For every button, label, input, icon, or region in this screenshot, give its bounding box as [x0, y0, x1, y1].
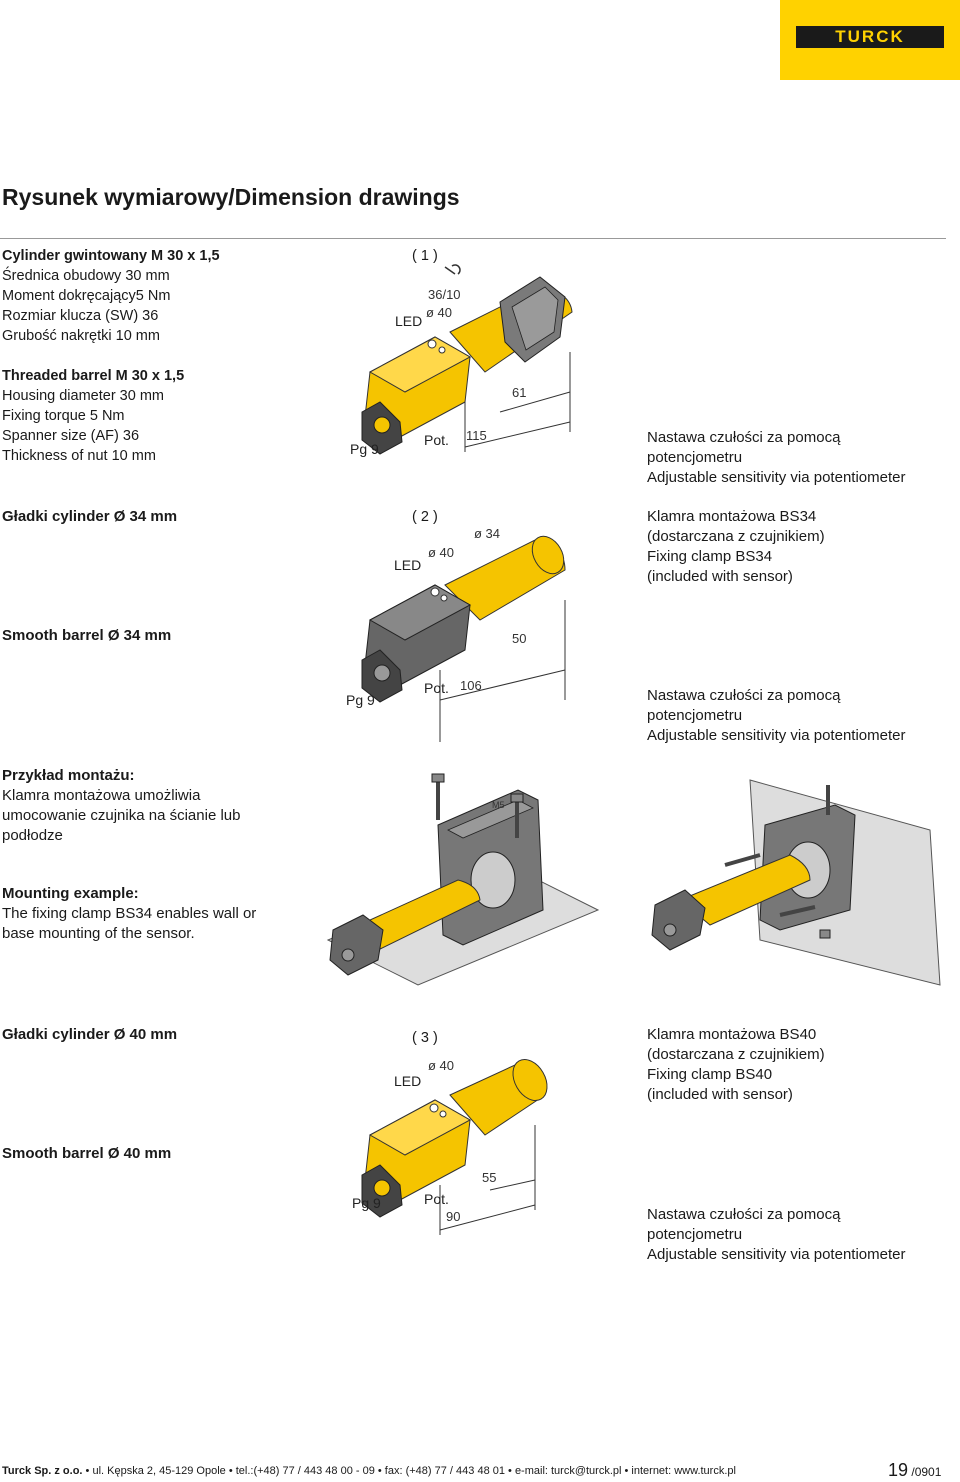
turck-logo: TURCK	[780, 0, 960, 80]
footer-contact: Turck Sp. z o.o. • ul. Kępska 2, 45-129 …	[2, 1465, 736, 1477]
dim-diameter-40: ø 40	[428, 545, 455, 560]
smooth-34-sensor-drawing	[361, 535, 566, 742]
figure-number: ( 3 )	[412, 1030, 438, 1046]
smooth-40-sensor-drawing	[361, 1059, 548, 1235]
note-line: Adjustable sensitivity via potentiometer	[647, 469, 906, 486]
mounting-line: base mounting of the sensor.	[2, 925, 195, 942]
mounting-text-en: Mounting example: The fixing clamp BS34 …	[2, 884, 256, 944]
dim-length-55: 55	[482, 1170, 497, 1185]
spec-line: Spanner size (AF) 36	[2, 428, 140, 444]
note-line: (included with sensor)	[647, 1086, 793, 1103]
note-line: potencjometru	[647, 449, 743, 466]
pg-label: Pg 9	[346, 692, 375, 708]
wall-mounting-illustration	[651, 779, 941, 986]
pot-label: Pot.	[424, 1191, 449, 1207]
led-label: LED	[394, 557, 422, 573]
dim-length-61: 61	[512, 385, 527, 400]
dim-diameter-40: ø 40	[428, 1058, 455, 1073]
pot-label: Pot.	[424, 680, 449, 696]
pot-label: Pot.	[424, 432, 449, 448]
spec-line: Średnica obudowy 30 mm	[2, 268, 170, 284]
led-label: LED	[394, 1073, 422, 1089]
clamp-note: Klamra montażowa BS40 (dostarczana z czu…	[647, 1025, 825, 1105]
note-line: (dostarczana z czujnikiem)	[647, 528, 825, 545]
mounting-heading: Mounting example:	[2, 885, 139, 902]
mounting-line: podłodze	[2, 827, 63, 844]
mounting-line: Klamra montażowa umożliwia	[2, 787, 201, 804]
pg-label: Pg 9	[350, 441, 379, 457]
note-line: Nastawa czułości za pomocą	[647, 429, 841, 446]
figure-number: ( 1 )	[412, 248, 438, 264]
section-heading: Smooth barrel Ø 34 mm	[2, 627, 172, 644]
base-mounting-illustration	[326, 773, 600, 986]
note-line: Klamra montażowa BS40	[647, 1026, 817, 1043]
note-line: Nastawa czułości za pomocą	[647, 687, 841, 704]
spec-block-en: Threaded barrel M 30 x 1,5 Housing diame…	[2, 366, 184, 466]
clamp-note: Klamra montażowa BS34 (dostarczana z czu…	[647, 507, 825, 587]
dim-diameter-34: ø 34	[474, 526, 501, 541]
page-number-value: 19	[888, 1460, 909, 1480]
note-line: Fixing clamp BS34	[647, 548, 773, 565]
note-line: Fixing clamp BS40	[647, 1066, 773, 1083]
screw-label: M5	[492, 800, 505, 810]
dim-length-106: 106	[460, 678, 482, 693]
dim-length-50: 50	[512, 631, 527, 646]
note-line: Adjustable sensitivity via potentiometer	[647, 727, 906, 744]
dim-length-115: 115	[466, 428, 487, 443]
mounting-line: The fixing clamp BS34 enables wall or	[2, 905, 257, 922]
dim-diameter: ø 40	[426, 305, 453, 320]
potentiometer-note: Nastawa czułości za pomocą potencjometru…	[647, 1205, 905, 1265]
section-heading: Gładki cylinder Ø 40 mm	[2, 1026, 178, 1043]
mounting-heading: Przykład montażu:	[2, 767, 135, 784]
figure-number: ( 2 )	[412, 509, 438, 525]
footer-address: • ul. Kępska 2, 45-129 Opole • tel.:(+48…	[82, 1465, 736, 1477]
note-line: Adjustable sensitivity via potentiometer	[647, 1246, 906, 1263]
dim-spanner: 36/10	[428, 287, 461, 302]
page-revision: /0901	[908, 1465, 942, 1479]
spec-line: Fixing torque 5 Nm	[2, 408, 125, 424]
page-number: 19 /0901	[888, 1460, 941, 1481]
spec-line: Rozmiar klucza (SW) 36	[2, 308, 159, 324]
title-divider	[0, 238, 946, 239]
note-line: Nastawa czułości za pomocą	[647, 1206, 841, 1223]
spec-line: Housing diameter 30 mm	[2, 388, 164, 404]
potentiometer-note: Nastawa czułości za pomocą potencjometru…	[647, 428, 905, 488]
spec-line: Thickness of nut 10 mm	[2, 448, 156, 464]
section-heading: Gładki cylinder Ø 34 mm	[2, 508, 178, 525]
note-line: Klamra montażowa BS34	[647, 508, 817, 525]
note-line: potencjometru	[647, 707, 743, 724]
page-title: Rysunek wymiarowy/Dimension drawings	[2, 184, 460, 210]
potentiometer-note: Nastawa czułości za pomocą potencjometru…	[647, 686, 905, 746]
section-heading: Smooth barrel Ø 40 mm	[2, 1145, 172, 1162]
mounting-text-pl: Przykład montażu: Klamra montażowa umożl…	[2, 766, 240, 846]
spec-line: Cylinder gwintowany M 30 x 1,5	[2, 248, 220, 264]
note-line: (included with sensor)	[647, 568, 793, 585]
mounting-line: umocowanie czujnika na ścianie lub	[2, 807, 241, 824]
logo-wordmark: TURCK	[796, 26, 944, 48]
footer-company: Turck Sp. z o.o.	[2, 1465, 83, 1477]
pg-label: Pg 9	[352, 1195, 381, 1211]
threaded-sensor-drawing	[361, 264, 573, 455]
spec-line: Threaded barrel M 30 x 1,5	[2, 368, 185, 384]
dim-length-90: 90	[446, 1209, 461, 1224]
spec-line: Grubość nakrętki 10 mm	[2, 328, 160, 344]
spec-line: Moment dokręcający5 Nm	[2, 288, 171, 304]
spec-block-pl: Cylinder gwintowany M 30 x 1,5 Średnica …	[2, 246, 220, 346]
led-label: LED	[395, 313, 423, 329]
note-line: (dostarczana z czujnikiem)	[647, 1046, 825, 1063]
note-line: potencjometru	[647, 1226, 743, 1243]
